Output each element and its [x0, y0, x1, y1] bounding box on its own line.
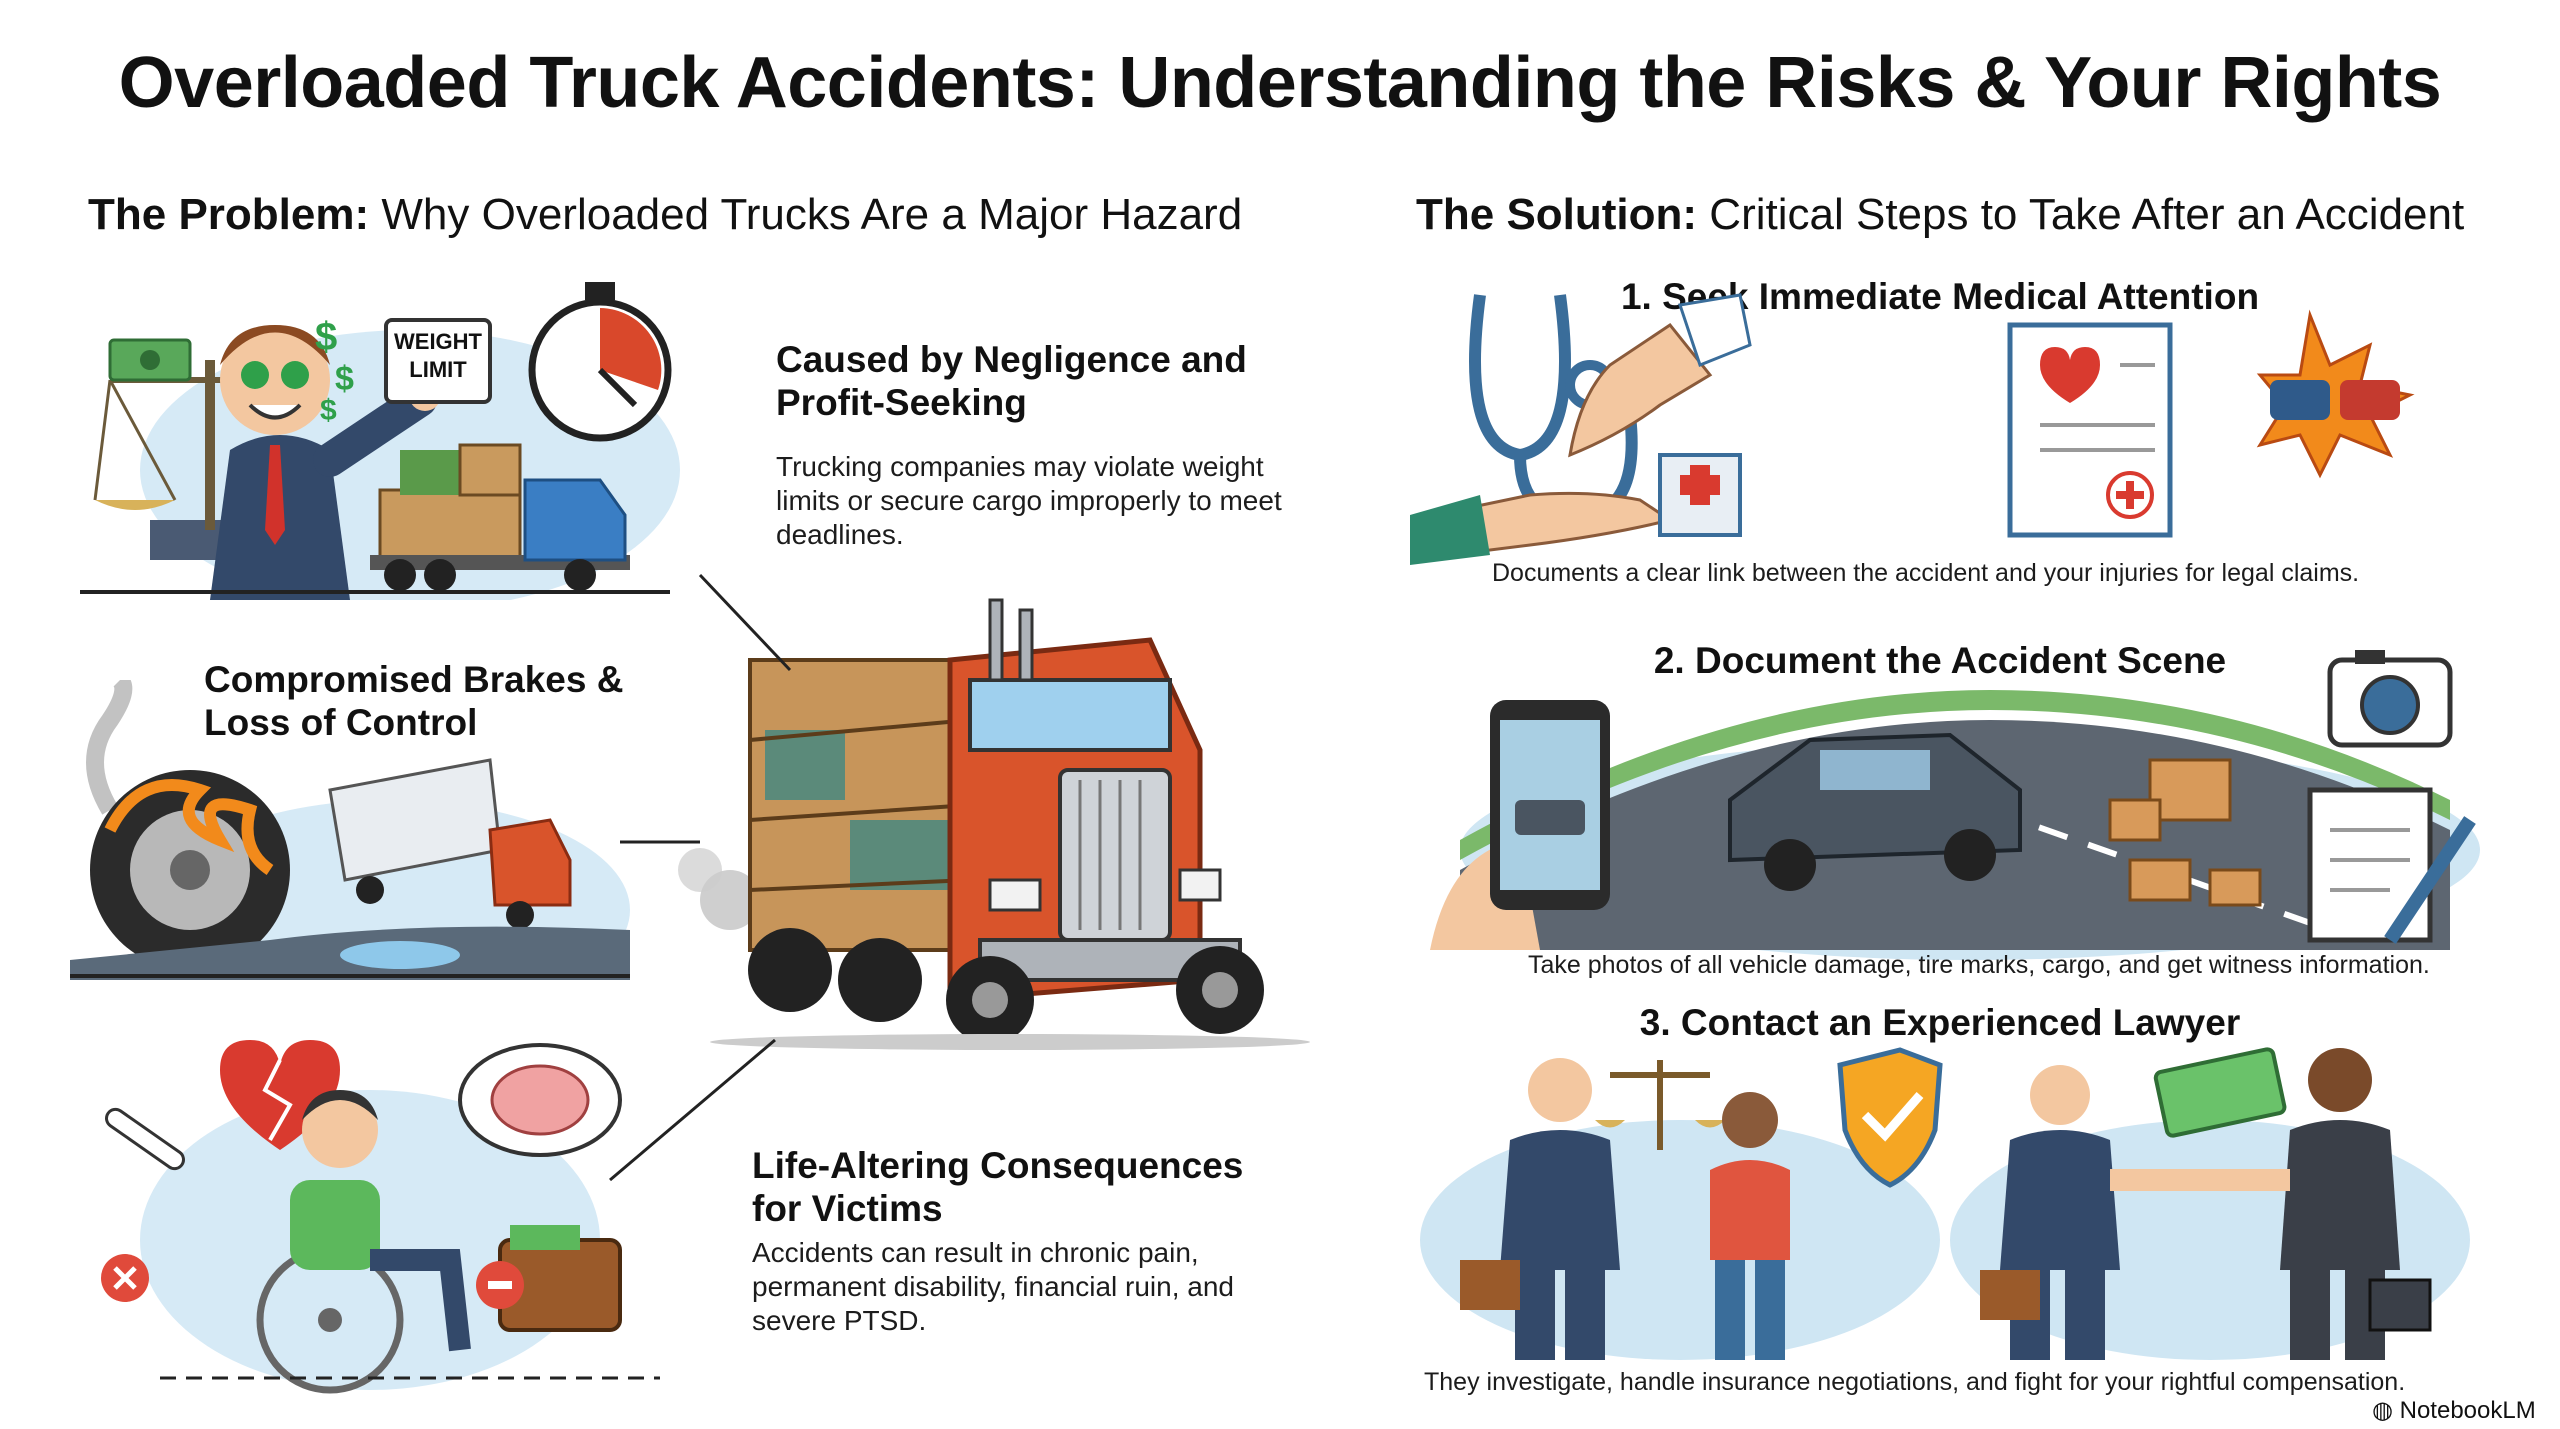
- camera-icon: [2327, 650, 2453, 748]
- weight-sign-line-2: LIMIT: [409, 357, 467, 382]
- negligence-text: Trucking companies may violate weight li…: [776, 451, 1282, 550]
- solution-heading-bold: The Solution:: [1416, 190, 1698, 239]
- svg-text:$: $: [335, 360, 354, 398]
- solution-heading: The Solution: Critical Steps to Take Aft…: [1416, 190, 2464, 240]
- step-3-title: 3. Contact an Experienced Lawyer: [1639, 1002, 2241, 1043]
- client-figure-icon: [1710, 1092, 1790, 1360]
- cash-icon: [2153, 1047, 2287, 1138]
- step-1-caption: Documents a clear link between the accid…: [1492, 559, 2360, 587]
- overloaded-truck-illustration: [678, 598, 1310, 1050]
- shield-check-icon: [1837, 1047, 1943, 1188]
- damaged-car-icon: [1728, 732, 2022, 891]
- brakes-illustration: [70, 680, 630, 980]
- phone-camera-icon: [1430, 700, 1610, 950]
- footer-brand: ◍ NotebookLM: [2372, 1396, 2536, 1425]
- svg-text:$: $: [320, 394, 337, 427]
- truck-icon: [370, 443, 630, 591]
- medical-report-icon: [2007, 322, 2173, 538]
- footer-brand-label: NotebookLM: [2399, 1397, 2536, 1424]
- lawyer-figure-icon: [1460, 1058, 1620, 1360]
- problem-heading-bold: The Problem:: [88, 190, 370, 239]
- accident-scene-illustration: [1430, 650, 2480, 960]
- weight-sign-line-1: WEIGHT: [394, 329, 482, 354]
- page-title: Overloaded Truck Accidents: Understandin…: [118, 43, 2442, 123]
- businessman-icon: [210, 325, 441, 600]
- brain-icon: [458, 1043, 622, 1157]
- problem-heading: The Problem: Why Overloaded Trucks Are a…: [88, 190, 1242, 240]
- brakes-title: Compromised Brakes & Loss of Control: [204, 659, 624, 743]
- negligence-illustration: $ $ $: [80, 282, 680, 600]
- stopwatch-icon: [528, 282, 672, 442]
- wallet-icon: [476, 1225, 622, 1332]
- car-crash-icon: [2256, 309, 2415, 479]
- step-2-caption: Take photos of all vehicle damage, tire …: [1528, 951, 2430, 979]
- weight-limit-sign: WEIGHT LIMIT: [384, 318, 492, 404]
- bone-icon: [105, 1107, 185, 1171]
- handshake-lawyers-icon: [1980, 1048, 2432, 1360]
- step-2-title: 2. Document the Accident Scene: [1653, 640, 2227, 681]
- medical-illustration: [1410, 293, 2415, 565]
- consequences-text: Accidents can result in chronic pain, pe…: [752, 1237, 1234, 1336]
- connector-lines: [609, 573, 792, 1182]
- briefcase-icon: [1460, 1260, 1520, 1310]
- notepad-pen-icon: [2307, 787, 2476, 944]
- svg-text:$: $: [315, 315, 337, 359]
- hospital-icon: [1658, 453, 1742, 537]
- problem-heading-rest: Why Overloaded Trucks Are a Major Hazard: [381, 190, 1243, 239]
- solution-heading-rest: Critical Steps to Take After an Accident: [1709, 190, 2465, 239]
- negligence-title: Caused by Negligence and Profit-Seeking: [776, 339, 1247, 423]
- tire-fire-icon: [90, 770, 290, 970]
- notebooklm-logo-icon: ◍: [2372, 1397, 2393, 1424]
- cargo-boxes-icon: [2108, 758, 2262, 907]
- jackknife-truck-icon: [328, 758, 572, 929]
- lawyer-illustration: [1420, 1047, 2470, 1360]
- scales-justice-icon: [1595, 1060, 1725, 1150]
- consequences-illustration: [101, 1040, 660, 1394]
- step-3-caption: They investigate, handle insurance negot…: [1424, 1368, 2406, 1396]
- consequences-title: Life-Altering Consequences for Victims: [752, 1145, 1244, 1229]
- hands-icon: [1410, 293, 1752, 565]
- wheelchair-person-icon: [256, 1090, 471, 1394]
